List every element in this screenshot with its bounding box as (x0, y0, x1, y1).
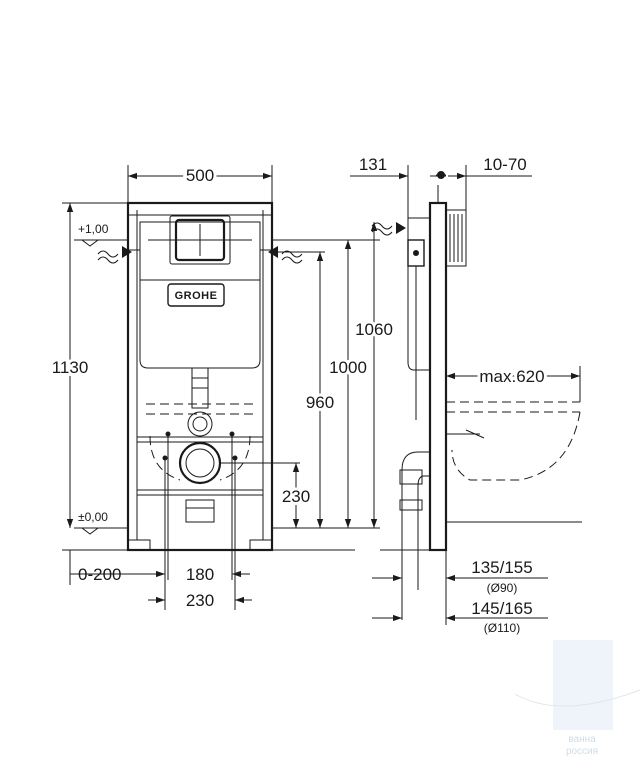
watermark-text-2: россия (566, 746, 598, 757)
level-floor-label: ±0,00 (78, 510, 108, 524)
wc-bowl-outline (146, 403, 258, 481)
dimension-heights (272, 222, 380, 529)
max-projection-label: max.620 (479, 367, 544, 386)
cistern: GROHE (128, 215, 272, 437)
inner-width-label: 180 (186, 565, 214, 584)
dimension-drain-offset-1 (372, 550, 548, 625)
cistern-side (407, 217, 431, 420)
dimension-drain-height (220, 462, 300, 528)
width-label: 500 (186, 166, 214, 185)
front-view: GROHE (49, 163, 396, 610)
water-inlet-side-icon (371, 222, 406, 236)
water-inlet-right-icon (268, 246, 303, 264)
drain-offset-2-label: 145/165 (471, 599, 532, 618)
level-top-label: +1,00 (78, 222, 109, 236)
offset-label: 0-200 (78, 565, 121, 584)
height-1000-label: 1000 (329, 358, 367, 377)
height-1060-label: 1060 (355, 320, 393, 339)
dimension-offset (69, 550, 165, 585)
side-view: 131 10-70 max.620 135/155 (Ø90) 145/165 … (350, 155, 582, 635)
height-960-label: 960 (306, 393, 334, 412)
wall-anchor (445, 209, 467, 267)
dimension-total-height (62, 202, 128, 528)
watermark-text-1: ванна (568, 734, 596, 745)
dimension-wall-gap (448, 165, 532, 210)
level-marker-top-icon (74, 239, 128, 247)
drain-connection (162, 431, 238, 610)
wall-gap-label: 10-70 (483, 155, 526, 174)
frame-side (428, 171, 448, 552)
drain-height-label: 230 (282, 487, 310, 506)
drain-pipe-side (399, 451, 430, 620)
installation-frame (126, 201, 274, 552)
depth-label: 131 (359, 155, 387, 174)
water-inlet-left-icon (97, 246, 132, 264)
total-height-label: 1130 (52, 358, 89, 377)
wc-bowl-side-outline (446, 401, 581, 481)
outer-width-label: 230 (186, 591, 214, 610)
drain-diameter-1-label: (Ø90) (487, 581, 518, 595)
dimension-max-projection (446, 366, 581, 402)
logo-label: GROHE (175, 290, 218, 302)
drain-diameter-2-label: (Ø110) (484, 621, 520, 635)
drain-offset-1-label: 135/155 (471, 558, 532, 577)
dimension-depth (350, 165, 446, 218)
dimension-width (127, 165, 273, 203)
watermark-logo: ванна россия (514, 640, 641, 757)
level-marker-floor-icon (74, 527, 128, 535)
